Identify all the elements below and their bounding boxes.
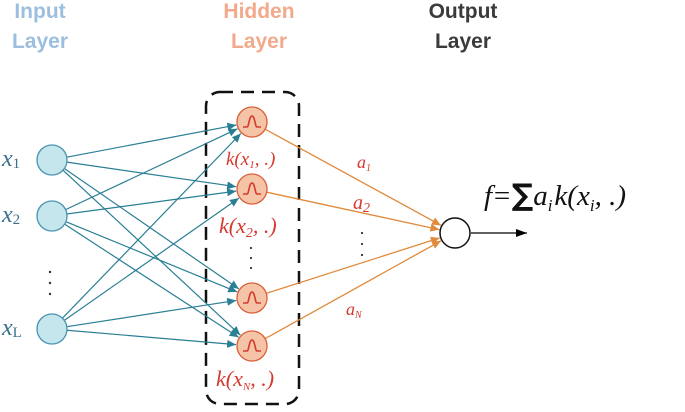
edge-input-2-hidden-2 bbox=[66, 297, 237, 328]
edge-hidden-3-output bbox=[264, 240, 442, 340]
edge-input-2-hidden-3 bbox=[66, 329, 237, 348]
hidden-label-2: k(x2, .) bbox=[219, 213, 277, 241]
hidden-layer-box bbox=[204, 90, 301, 406]
edge-hidden-0-output bbox=[264, 128, 442, 226]
hidden-node-4 bbox=[236, 330, 268, 362]
output-layer-header-line1: Output bbox=[429, 0, 498, 23]
edge-input-1-hidden-1 bbox=[66, 188, 237, 215]
edge-input-1-hidden-2 bbox=[65, 221, 238, 293]
weight-label-2: a2 bbox=[353, 192, 370, 216]
hidden-label-1: k(x1, .) bbox=[226, 149, 275, 171]
hidden-output-connections bbox=[264, 128, 442, 340]
hidden-ellipsis bbox=[249, 246, 253, 270]
output-layer-header-line2: Layer bbox=[435, 30, 491, 53]
input-label-L: xL bbox=[1, 315, 22, 341]
input-label-2: x2 bbox=[1, 202, 20, 228]
output-node bbox=[439, 217, 471, 249]
input-hidden-connections bbox=[61, 122, 242, 348]
gaussian-kernel-icon bbox=[243, 182, 261, 195]
input-node-1 bbox=[36, 144, 68, 176]
hidden-layer-header-line2: Layer bbox=[231, 30, 287, 53]
input-layer-header-line2: Layer bbox=[12, 30, 68, 53]
input-ellipsis bbox=[48, 270, 52, 296]
edge-input-2-hidden-1 bbox=[63, 197, 240, 321]
edge-input-1-hidden-0 bbox=[65, 128, 238, 211]
gaussian-kernel-icon bbox=[243, 115, 261, 128]
gaussian-kernel-icon bbox=[243, 291, 261, 304]
weight-ellipsis bbox=[360, 231, 364, 257]
hidden-node-1 bbox=[236, 106, 268, 138]
weight-label-1: a1 bbox=[357, 152, 371, 174]
edge-input-0-hidden-0 bbox=[66, 122, 237, 158]
edge-input-0-hidden-3 bbox=[62, 169, 241, 336]
input-layer-header-line1: Input bbox=[14, 0, 65, 23]
edge-input-1-hidden-3 bbox=[64, 223, 239, 338]
edge-input-2-hidden-0 bbox=[61, 133, 242, 319]
hidden-nodes bbox=[236, 106, 268, 362]
hidden-label-N: k(xN, .) bbox=[216, 366, 274, 393]
edge-hidden-1-output bbox=[266, 191, 440, 232]
gaussian-kernel-icon bbox=[243, 339, 261, 352]
edge-input-0-hidden-2 bbox=[64, 168, 240, 290]
input-label-1: x1 bbox=[1, 146, 20, 172]
hidden-layer-header-line1: Hidden bbox=[223, 0, 294, 23]
output-formula: f=∑aik(xi, .) bbox=[484, 178, 626, 215]
hidden-node-2 bbox=[236, 173, 268, 205]
edge-input-0-hidden-1 bbox=[66, 161, 237, 190]
hidden-node-3 bbox=[236, 282, 268, 314]
input-node-L bbox=[36, 313, 68, 345]
weight-label-N: aN bbox=[346, 299, 363, 321]
edge-hidden-2-output bbox=[266, 236, 440, 295]
input-node-2 bbox=[36, 200, 68, 232]
